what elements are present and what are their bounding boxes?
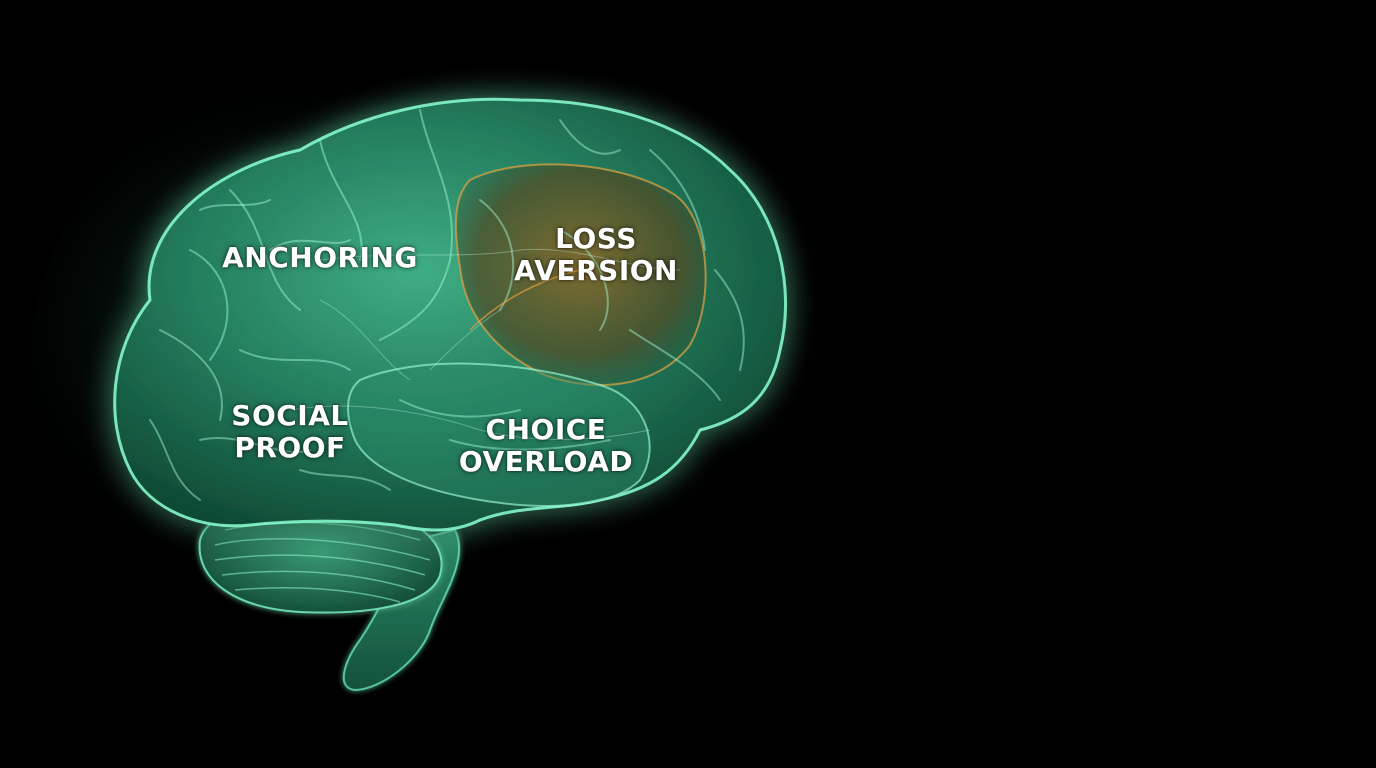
- anchoring-label-line: ANCHORING: [222, 241, 418, 274]
- choice-overload-label: CHOICE OVERLOAD: [459, 414, 633, 478]
- loss-aversion-label-line-1: LOSS: [555, 222, 637, 255]
- loss-aversion-label-line-2: AVERSION: [514, 254, 678, 287]
- loss-aversion-region: [454, 163, 707, 386]
- social-proof-label-line-1: SOCIAL: [231, 399, 349, 432]
- loss-aversion-label: LOSS AVERSION: [514, 223, 678, 287]
- choice-overload-label-line-1: CHOICE: [485, 413, 607, 446]
- social-proof-label: SOCIAL PROOF: [231, 400, 348, 464]
- temporal-lobe: [347, 362, 651, 507]
- anchoring-label: ANCHORING: [222, 242, 418, 274]
- choice-overload-label-line-2: OVERLOAD: [458, 445, 634, 478]
- social-proof-label-line-2: PROOF: [234, 431, 346, 464]
